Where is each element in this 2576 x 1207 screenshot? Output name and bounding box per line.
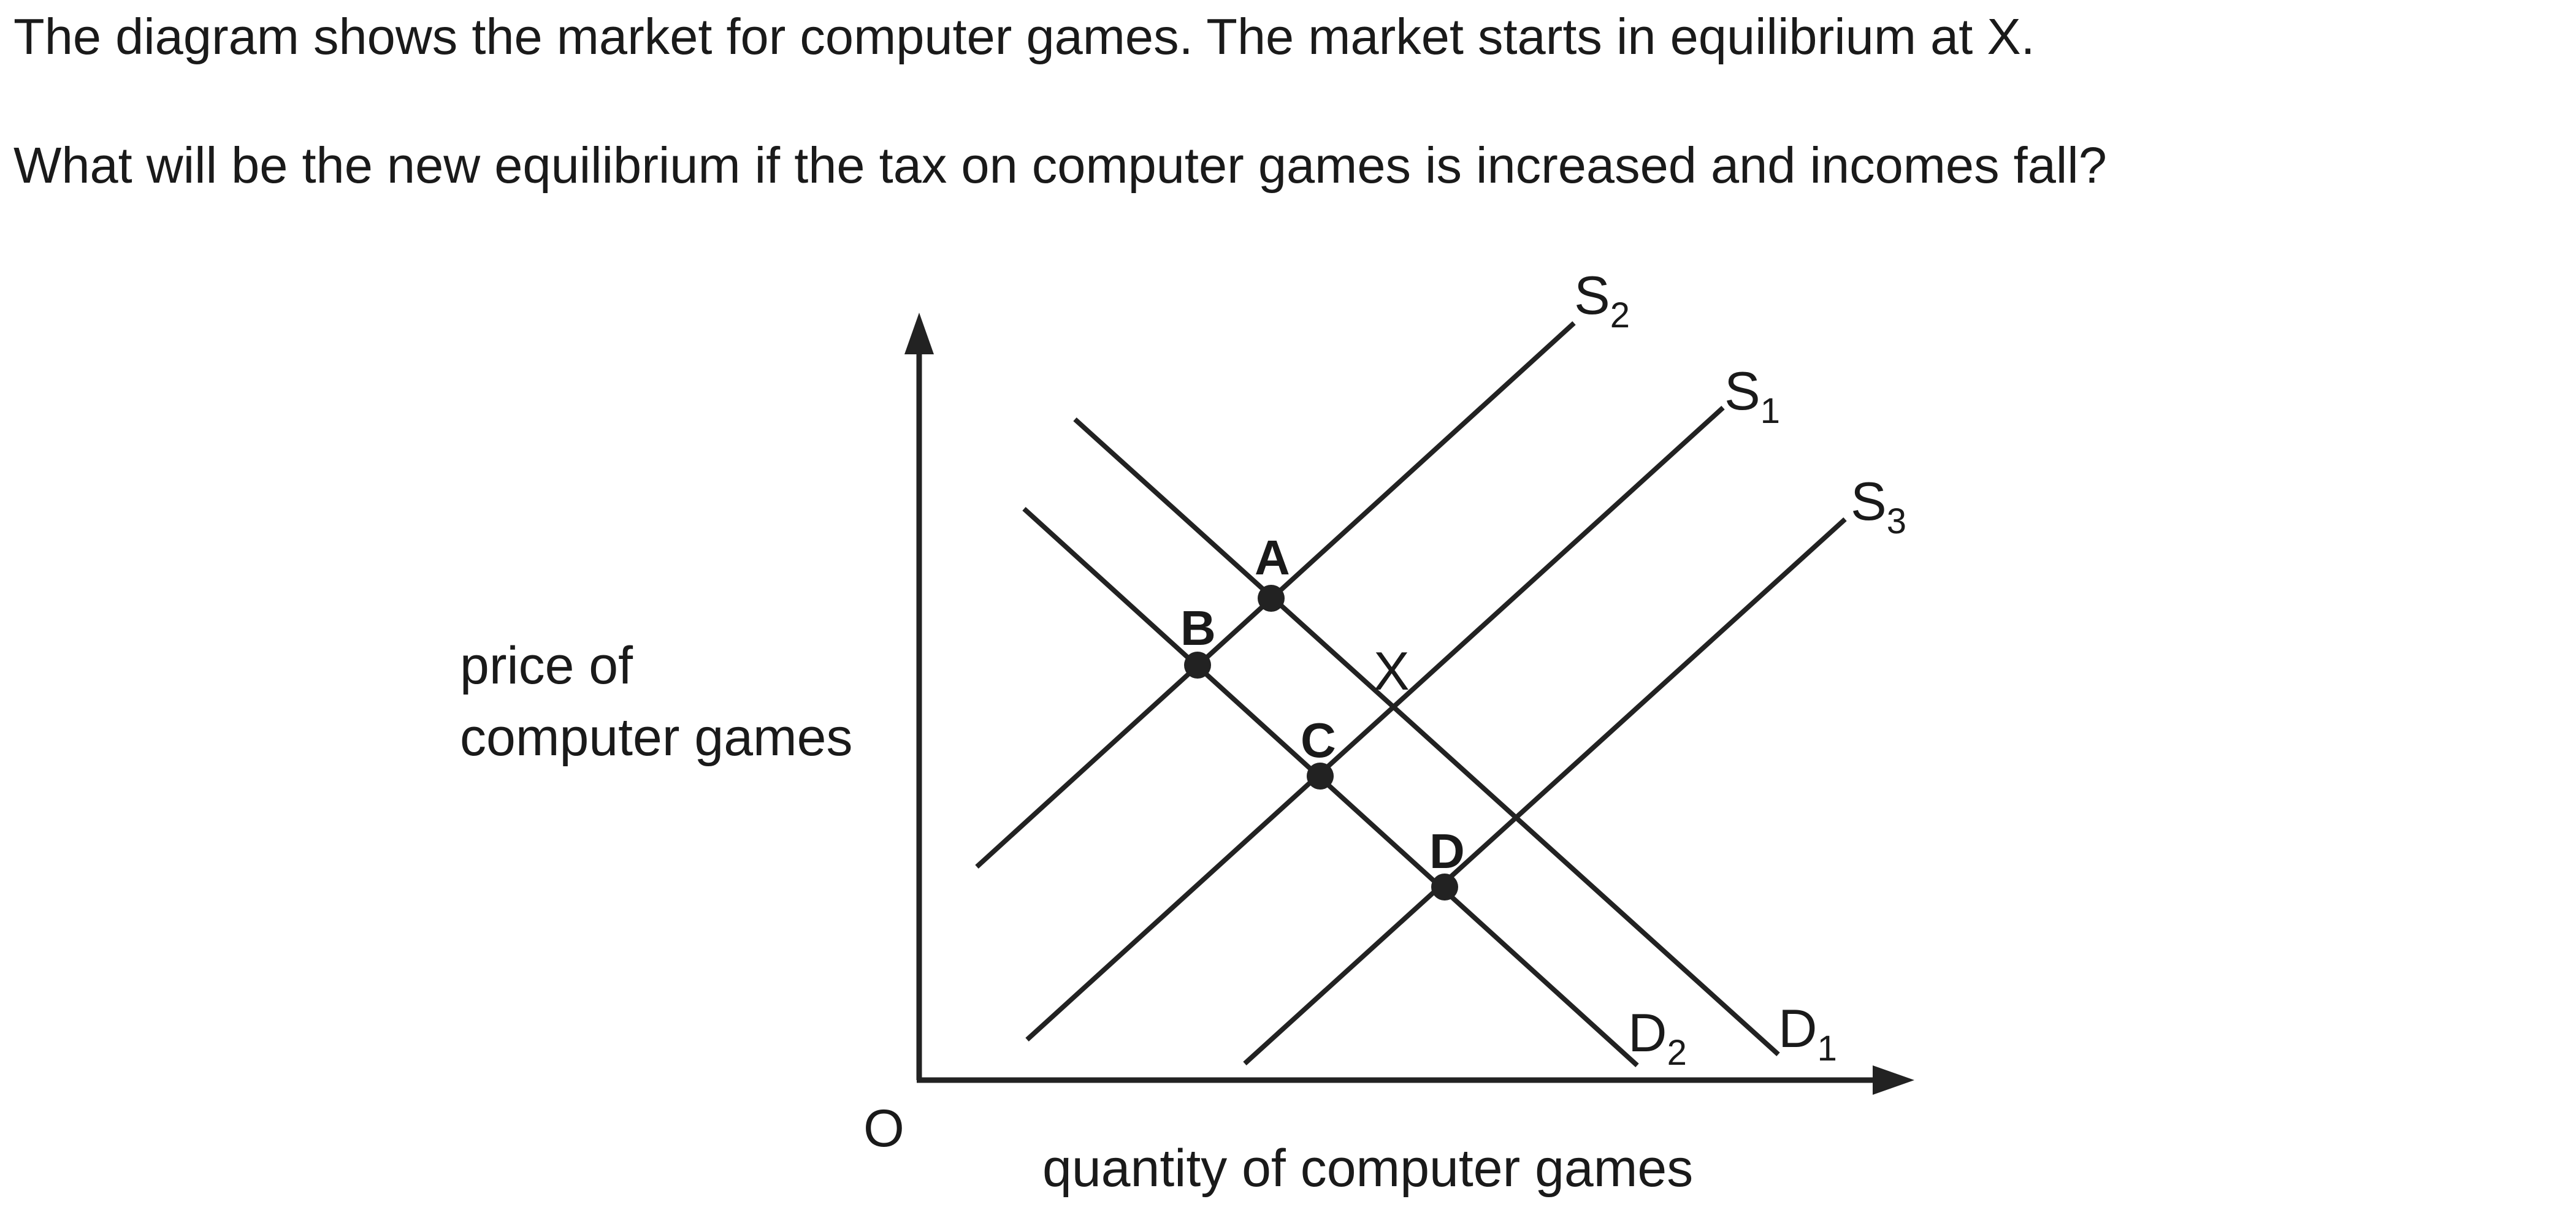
label-s3-base: S <box>1851 471 1887 531</box>
supply-curve-s1 <box>1025 406 1725 1041</box>
label-s1-sub: 1 <box>1760 391 1780 431</box>
label-s1: S1 <box>1724 360 1780 431</box>
x-axis-arrowhead <box>1873 1065 1914 1095</box>
y-axis-arrowhead <box>904 313 934 354</box>
point-b-label: B <box>1180 601 1216 655</box>
label-s3-sub: 3 <box>1887 501 1906 541</box>
label-s1-base: S <box>1724 360 1760 421</box>
label-s2: S2 <box>1574 265 1630 335</box>
point-b-marker <box>1184 652 1211 679</box>
question-line-1: The diagram shows the market for compute… <box>13 8 2035 65</box>
y-axis-label-line-2: computer games <box>460 708 853 767</box>
point-a-marker <box>1258 585 1285 612</box>
demand-curve-d1 <box>1073 417 1780 1056</box>
label-d1-sub: 1 <box>1817 1029 1837 1068</box>
label-s2-sub: 2 <box>1610 295 1630 335</box>
origin-label: O <box>863 1099 904 1158</box>
y-axis-label-line-1: price of <box>460 636 633 695</box>
x-axis-label: quantity of computer games <box>1042 1139 1693 1198</box>
supply-curve-s3 <box>1243 517 1847 1065</box>
question-line-2: What will be the new equilibrium if the … <box>13 137 2107 194</box>
demand-curve-d2 <box>1022 507 1639 1067</box>
point-c-marker <box>1307 763 1334 790</box>
point-d-marker <box>1431 874 1458 900</box>
label-d2-sub: 2 <box>1667 1033 1687 1073</box>
point-a-label: A <box>1255 530 1290 585</box>
point-c-label: C <box>1301 713 1336 767</box>
label-d1-base: D <box>1778 998 1817 1059</box>
label-s2-base: S <box>1574 265 1610 326</box>
label-d1: D1 <box>1778 998 1837 1068</box>
point-x-label: X <box>1374 641 1410 701</box>
label-d2: D2 <box>1628 1002 1687 1073</box>
label-d2-base: D <box>1628 1002 1667 1063</box>
point-d-label: D <box>1429 824 1465 878</box>
label-s3: S3 <box>1851 471 1906 541</box>
